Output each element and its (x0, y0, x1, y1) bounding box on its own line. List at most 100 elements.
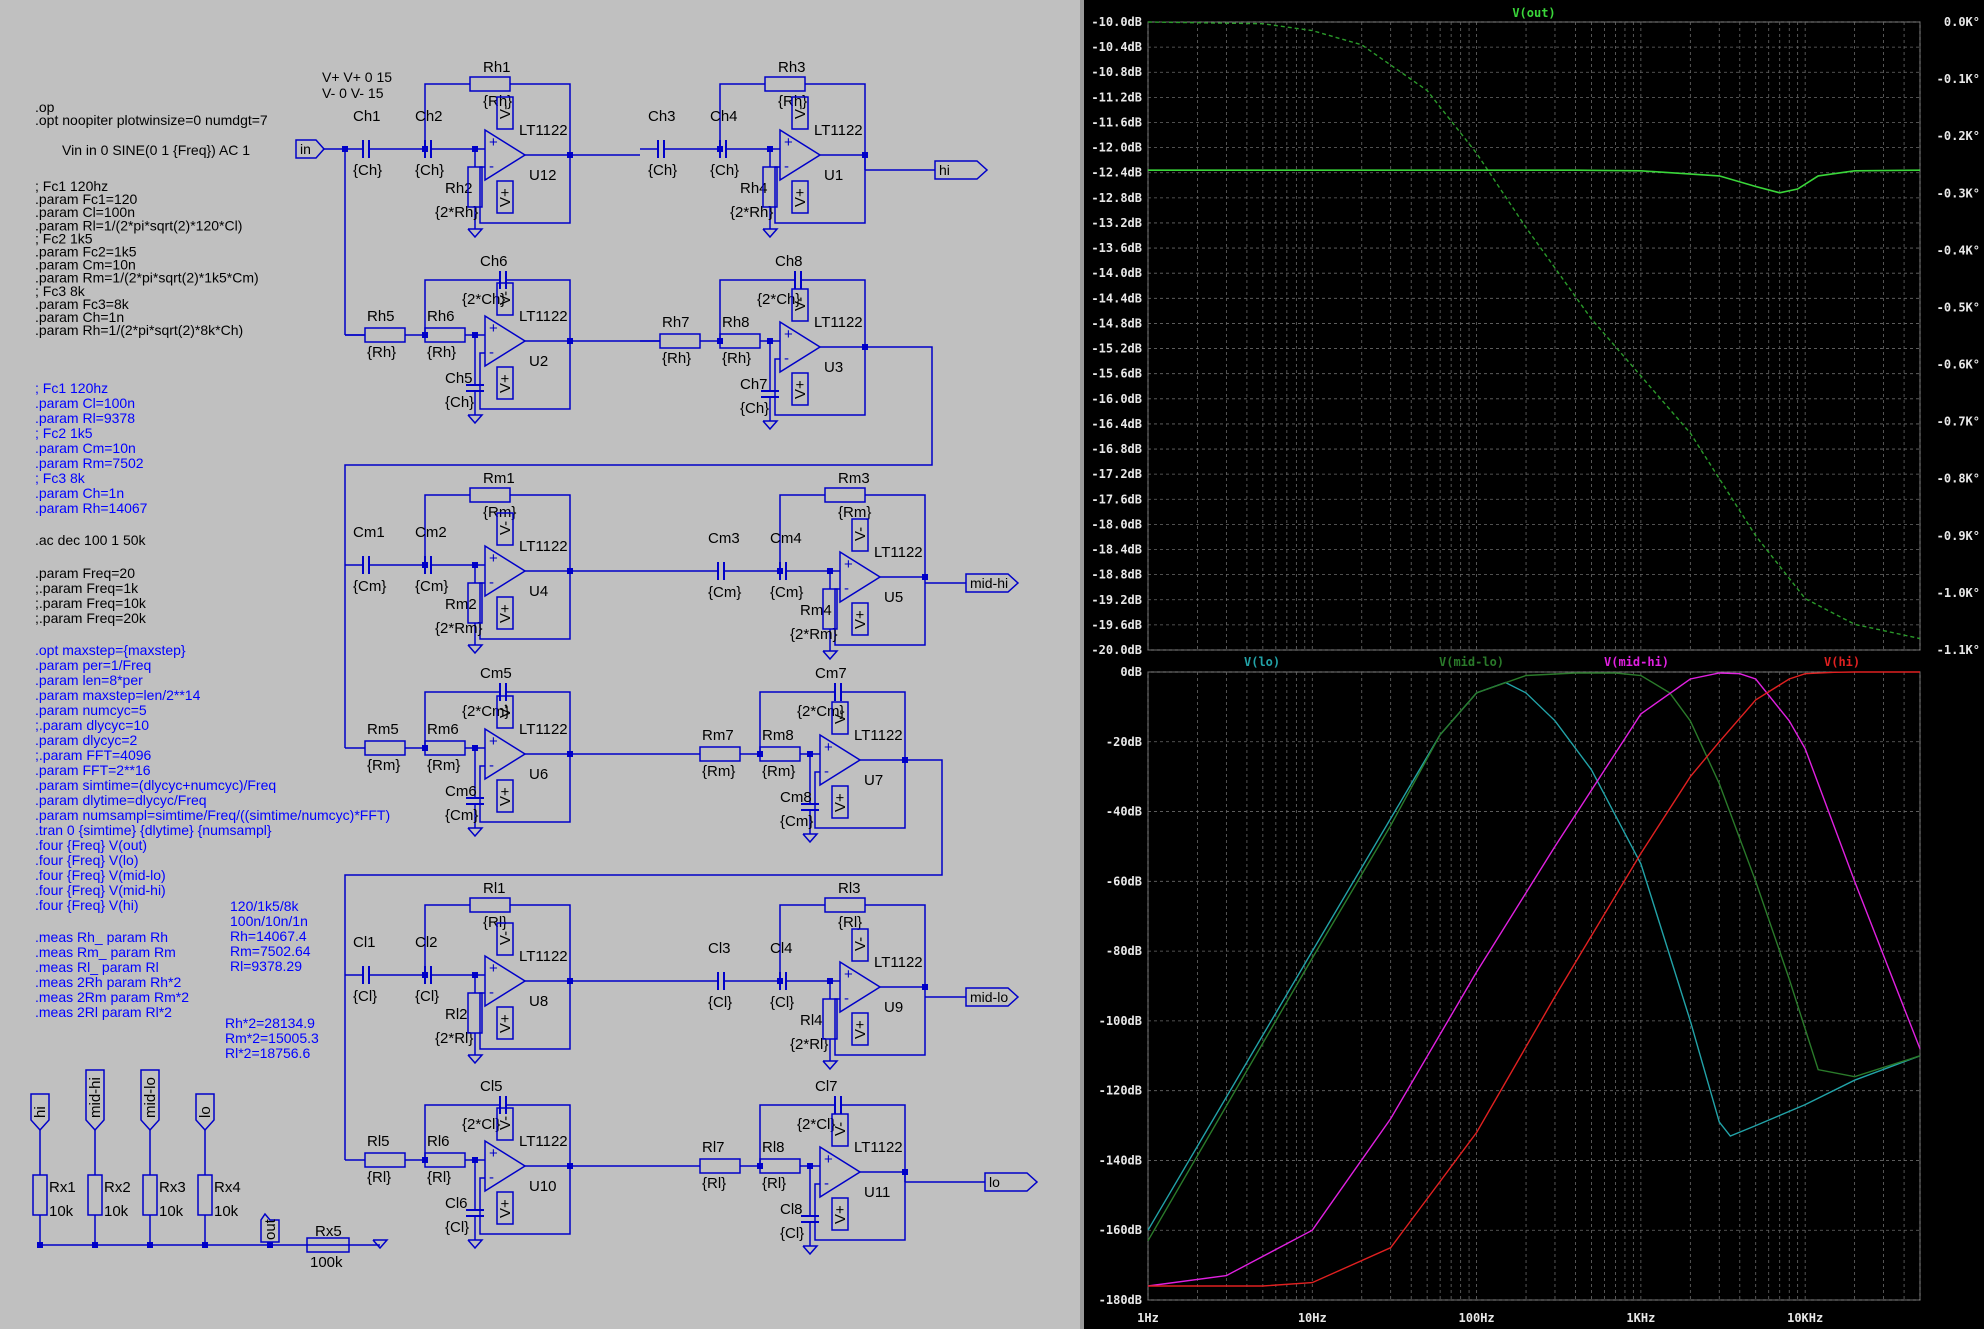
resistor[interactable] (764, 76, 806, 92)
output-port-mid-hi[interactable] (965, 573, 1020, 593)
wire[interactable] (344, 346, 933, 565)
opamp-symbol[interactable] (819, 733, 862, 787)
wire[interactable] (841, 691, 906, 760)
net-port-out[interactable] (260, 1212, 280, 1243)
wire[interactable] (424, 494, 470, 565)
resistor[interactable] (469, 897, 511, 913)
wire[interactable] (479, 341, 571, 410)
resistor[interactable] (306, 1237, 350, 1253)
opamp-symbol[interactable] (839, 550, 882, 604)
resistor[interactable] (822, 588, 838, 630)
waveform-viewer[interactable]: -10.0dB-10.4dB-10.8dB-11.2dB-11.6dB-12.0… (1084, 0, 1984, 1329)
opamp-symbol[interactable] (484, 1139, 527, 1193)
resistor[interactable] (759, 746, 801, 762)
wire[interactable] (424, 279, 500, 335)
opamp-symbol[interactable] (484, 954, 527, 1008)
pane-divider[interactable] (1080, 0, 1084, 1329)
capacitor[interactable] (499, 683, 507, 701)
plot-pane-vout[interactable]: -10.0dB-10.4dB-10.8dB-11.2dB-11.6dB-12.0… (1091, 6, 1980, 657)
capacitor[interactable] (499, 1096, 507, 1114)
wire[interactable] (719, 279, 795, 341)
input-port-in[interactable] (295, 139, 326, 159)
wire[interactable] (779, 904, 825, 981)
opamp-symbol[interactable] (484, 544, 527, 598)
output-port-lo[interactable] (984, 1172, 1039, 1192)
capacitor[interactable] (717, 972, 725, 990)
resistor[interactable] (822, 998, 838, 1040)
wire[interactable] (479, 754, 571, 823)
capacitor[interactable] (834, 1096, 842, 1114)
wire[interactable] (779, 494, 825, 571)
resistor[interactable] (699, 746, 741, 762)
resistor[interactable] (467, 992, 483, 1034)
wire[interactable] (814, 760, 906, 829)
resistor[interactable] (142, 1174, 158, 1216)
schematic-canvas[interactable]: .op.opt noopiter plotwinsize=0 numdgt=7V… (0, 0, 1080, 1329)
net-port-lo[interactable] (195, 1093, 215, 1132)
capacitor[interactable] (466, 384, 484, 392)
resistor[interactable] (32, 1174, 48, 1216)
wire[interactable] (865, 904, 926, 987)
wire[interactable] (344, 759, 943, 975)
resistor[interactable] (699, 1158, 741, 1174)
capacitor[interactable] (801, 803, 819, 811)
resistor[interactable] (364, 1152, 406, 1168)
waveform-canvas[interactable]: -10.0dB-10.4dB-10.8dB-11.2dB-11.6dB-12.0… (1084, 0, 1984, 1329)
wire[interactable] (719, 83, 765, 149)
capacitor[interactable] (761, 390, 779, 398)
wire[interactable] (774, 347, 866, 416)
wire[interactable] (510, 494, 571, 571)
capacitor[interactable] (466, 797, 484, 805)
wire[interactable] (424, 691, 500, 748)
wire[interactable] (510, 904, 571, 981)
opamp-symbol[interactable] (839, 960, 882, 1014)
output-port-mid-lo[interactable] (965, 987, 1020, 1007)
wire[interactable] (424, 904, 470, 975)
opamp-symbol[interactable] (779, 128, 822, 182)
capacitor[interactable] (362, 966, 370, 984)
resistor[interactable] (424, 740, 466, 756)
wire[interactable] (424, 1104, 500, 1160)
resistor[interactable] (467, 166, 483, 208)
wire[interactable] (814, 1172, 906, 1241)
capacitor[interactable] (657, 140, 665, 158)
resistor[interactable] (759, 1158, 801, 1174)
opamp-symbol[interactable] (819, 1145, 862, 1199)
wire[interactable] (759, 1104, 835, 1166)
capacitor[interactable] (834, 683, 842, 701)
resistor[interactable] (824, 487, 866, 503)
net-port-hi[interactable] (30, 1093, 50, 1132)
resistor[interactable] (424, 327, 466, 343)
resistor[interactable] (762, 166, 778, 208)
opamp-symbol[interactable] (779, 320, 822, 374)
resistor[interactable] (197, 1174, 213, 1216)
capacitor[interactable] (362, 140, 370, 158)
capacitor[interactable] (794, 271, 802, 289)
resistor[interactable] (719, 333, 761, 349)
wire[interactable] (841, 1104, 906, 1172)
capacitor[interactable] (801, 1215, 819, 1223)
wire[interactable] (506, 279, 571, 341)
capacitor[interactable] (717, 562, 725, 580)
resistor[interactable] (87, 1174, 103, 1216)
opamp-symbol[interactable] (484, 128, 527, 182)
wire[interactable] (759, 691, 835, 754)
resistor[interactable] (469, 487, 511, 503)
opamp-symbol[interactable] (484, 727, 527, 781)
resistor[interactable] (824, 897, 866, 913)
net-port-mid-hi[interactable] (85, 1069, 105, 1132)
plot-pane-bands[interactable]: 0dB-20dB-40dB-60dB-80dB-100dB-120dB-140d… (1099, 655, 1921, 1307)
resistor[interactable] (659, 333, 701, 349)
opamp-symbol[interactable] (484, 314, 527, 368)
wire[interactable] (865, 494, 926, 577)
resistor[interactable] (467, 582, 483, 624)
wire[interactable] (805, 83, 866, 155)
resistor[interactable] (364, 740, 406, 756)
wire[interactable] (801, 279, 866, 347)
capacitor[interactable] (499, 271, 507, 289)
resistor[interactable] (364, 327, 406, 343)
wire[interactable] (506, 691, 571, 754)
wire[interactable] (479, 1166, 571, 1235)
net-port-mid-lo[interactable] (140, 1069, 160, 1132)
